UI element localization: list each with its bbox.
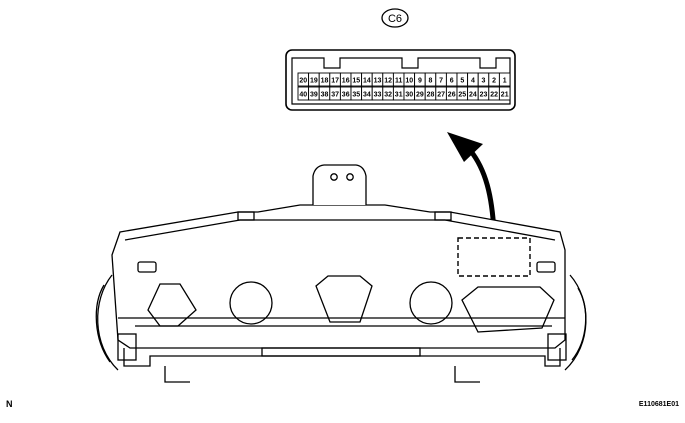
pin-number: 15 (352, 78, 360, 85)
pin-number: 20 (299, 78, 307, 85)
pin-number: 39 (310, 92, 318, 99)
pin-number: 12 (384, 78, 392, 85)
pin-number: 5 (460, 78, 464, 85)
pin-number: 2 (492, 78, 496, 85)
pin-number: 18 (321, 78, 329, 85)
pin-number: 31 (395, 92, 403, 99)
view-letter: N (6, 399, 13, 409)
cutout-left-hex (147, 283, 197, 327)
pin-number: 40 (299, 92, 307, 99)
connector-label-bubble: C6 (381, 8, 409, 28)
pin-number: 21 (501, 92, 509, 99)
pin-number: 9 (418, 78, 422, 85)
pin-number: 3 (482, 78, 486, 85)
drawing-code: E110681E01 (638, 401, 679, 408)
pin-number: 17 (331, 78, 339, 85)
pin-number: 4 (471, 78, 475, 85)
connector-location-box (457, 237, 531, 277)
label-ellipse (381, 8, 409, 28)
pin-number: 1 (503, 78, 507, 85)
pin-number: 24 (469, 92, 477, 99)
pin-number: 13 (374, 78, 382, 85)
cutout-circle-right (409, 281, 453, 325)
pin-number: 29 (416, 92, 424, 99)
bottom-bar (261, 347, 421, 357)
pin-number: 14 (363, 78, 371, 85)
pin-cell (498, 72, 511, 87)
pin-number: 27 (437, 92, 445, 99)
pin-number: 11 (395, 78, 403, 85)
clip-left (137, 261, 157, 273)
pin-number: 8 (429, 78, 433, 85)
cutout-right-oval (461, 286, 555, 333)
foot-left (164, 366, 190, 383)
pin-number: 30 (405, 92, 413, 99)
pin-number: 38 (321, 92, 329, 99)
top-notch-right (434, 211, 452, 221)
clip-right (536, 261, 556, 273)
arrow-head (447, 132, 483, 162)
pin-number: 7 (439, 78, 443, 85)
bottom-rib (123, 348, 561, 367)
connector-label: C6 (388, 13, 402, 25)
foot-right (454, 366, 480, 383)
bottom-clip-right (547, 333, 567, 361)
pin-number: 33 (374, 92, 382, 99)
tab-hole-right (346, 173, 354, 181)
left-bezel-inner (95, 284, 111, 363)
meter-housing (95, 164, 587, 383)
pin-number: 35 (352, 92, 360, 99)
pin-number: 32 (384, 92, 392, 99)
cutout-center-shield (315, 275, 373, 323)
pin-number: 22 (490, 92, 498, 99)
tab-hole-left (330, 173, 338, 181)
bottom-clip-left (117, 333, 137, 361)
right-bezel-inner (571, 287, 587, 361)
top-notch-left (237, 211, 255, 221)
pin-number: 6 (450, 78, 454, 85)
pin-number: 34 (363, 92, 371, 99)
mounting-tab (312, 164, 367, 205)
cutout-circle-left (229, 281, 273, 325)
pin-number: 37 (331, 92, 339, 99)
pin-number: 25 (458, 92, 466, 99)
pin-cell (498, 86, 511, 101)
left-bezel (97, 274, 119, 371)
pin-number: 10 (405, 78, 413, 85)
pin-number: 28 (427, 92, 435, 99)
pin-number: 36 (342, 92, 350, 99)
pin-number: 16 (342, 78, 350, 85)
pin-number: 19 (310, 78, 318, 85)
pin-number: 26 (448, 92, 456, 99)
pin-number: 23 (480, 92, 488, 99)
housing-top-rim (124, 219, 556, 241)
